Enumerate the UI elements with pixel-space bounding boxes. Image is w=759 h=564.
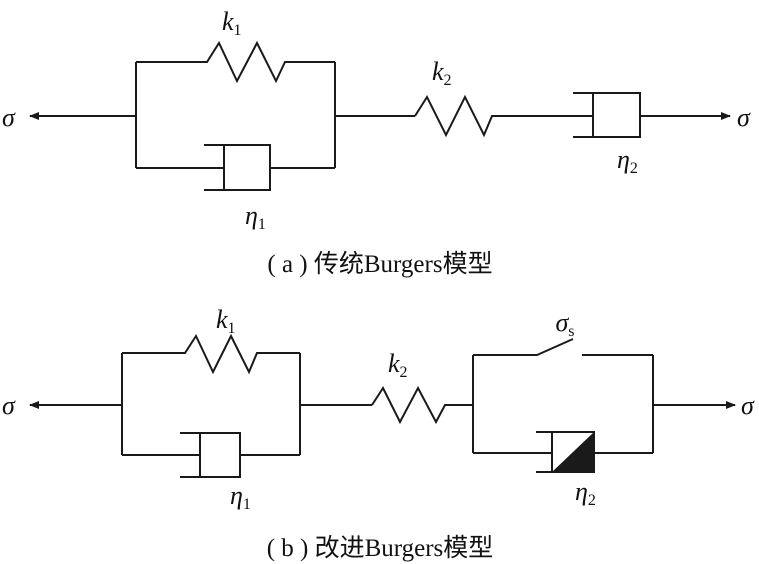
stress-right-a: σ <box>737 103 751 132</box>
stress-left-b: σ <box>2 391 16 420</box>
spring-k2-b <box>371 385 473 425</box>
stress-right-b: σ <box>741 391 755 420</box>
spring-k1-a <box>136 40 335 84</box>
stress-left-a: σ <box>2 103 16 132</box>
label-k1-b: k1 <box>216 305 236 337</box>
label-k1-a: k1 <box>222 7 242 39</box>
caption-b: ( b ) 改进Burgers模型 <box>267 534 494 562</box>
label-eta1-b: η1 <box>230 481 251 513</box>
plastic-slider-fill <box>552 432 594 472</box>
spring-k2-a <box>414 94 593 138</box>
label-eta2-a: η2 <box>617 145 638 177</box>
label-k2-b: k2 <box>388 349 408 381</box>
label-k2-a: k2 <box>432 57 452 89</box>
diagram-a: σ k1 η1 k2 σ η2 ( a ) 传统Burgers模型 <box>2 7 751 278</box>
caption-a: ( a ) 传统Burgers模型 <box>267 250 492 278</box>
plastic-unit-b <box>472 338 654 473</box>
dashpot-eta1-a <box>136 144 335 191</box>
label-eta1-a: η1 <box>245 201 266 233</box>
label-sigma-s: σs <box>555 308 574 340</box>
spring-k1-b <box>122 333 300 375</box>
label-eta2-b: η2 <box>575 477 596 509</box>
kelvin-unit-a <box>135 40 415 191</box>
dashpot-eta1-b <box>122 432 300 478</box>
diagram-b: σ k1 η1 k2 σs σ η2 ( b ) 改进Burgers模型 <box>2 305 755 562</box>
switch-sigma-s <box>473 338 653 356</box>
kelvin-unit-b <box>121 333 372 478</box>
